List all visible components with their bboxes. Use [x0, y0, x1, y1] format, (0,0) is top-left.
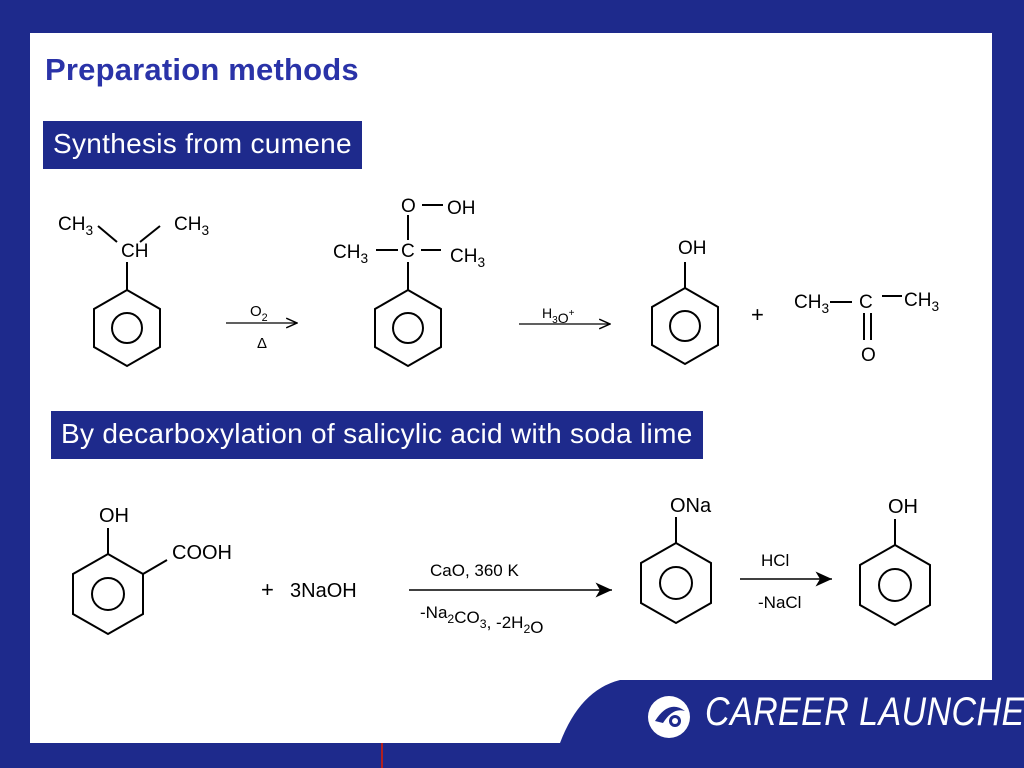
acetone-c: C	[859, 292, 873, 313]
acetone-ch3-right: CH3	[904, 290, 939, 314]
cumene-ch: CH	[121, 241, 148, 262]
cumene-structure: CH3 CH3 CH	[58, 214, 209, 368]
hydroperoxide-ch3-right: CH3	[450, 246, 485, 270]
career-launcher-logo-text: CAREER LAUNCHER	[705, 690, 1024, 734]
sodium-phenoxide-structure: ONa	[640, 495, 712, 625]
cumene-ch3-left: CH3	[58, 214, 93, 238]
hydroperoxide-ch3-left: CH3	[333, 242, 368, 266]
hydroperoxide-c: C	[401, 241, 415, 262]
decarboxylation-byproducts: -Na2CO3, -2H2O	[420, 603, 544, 637]
plus-sign-1: +	[751, 302, 764, 327]
hcl-reagent: HCl	[761, 551, 789, 570]
acetone-o: O	[861, 345, 876, 366]
decarboxylation-condition: CaO, 360 K	[430, 561, 519, 580]
naoh-reagent: 3NaOH	[290, 580, 357, 602]
hydroperoxide-o: O	[401, 196, 416, 217]
phenoxide-ona: ONa	[670, 495, 712, 517]
section-heading-cumene: Synthesis from cumene	[43, 121, 362, 169]
step1-condition: Δ	[257, 335, 267, 352]
plus-sign-2: +	[261, 577, 274, 602]
salicylic-cooh: COOH	[172, 542, 232, 564]
step2-reagent: H3O+	[542, 305, 575, 326]
step1-reagent: O2	[250, 303, 268, 324]
phenol-oh-1: OH	[678, 238, 707, 259]
step2-arrow: H3O+	[519, 305, 610, 326]
section-heading-decarboxylation: By decarboxylation of salicylic acid wit…	[51, 411, 703, 459]
phenol-oh-2: OH	[888, 496, 918, 518]
hydroperoxide-oh: OH	[447, 198, 476, 219]
page-title: Preparation methods	[45, 52, 359, 87]
nacl-byproduct: -NaCl	[758, 593, 801, 612]
salicylic-acid-structure: OH COOH	[72, 505, 232, 636]
acetone-ch3-left: CH3	[794, 292, 829, 316]
phenol-product-2: OH	[859, 496, 931, 627]
cumene-hydroperoxide-structure: O OH C CH3 CH3	[333, 196, 485, 368]
acetone-structure: CH3 C CH3 O	[794, 290, 939, 366]
career-launcher-logo-icon	[648, 696, 690, 738]
cumene-ch3-right: CH3	[174, 214, 209, 238]
decarboxylation-arrow: CaO, 360 K -Na2CO3, -2H2O	[409, 561, 612, 637]
salicylic-oh: OH	[99, 505, 129, 527]
hcl-arrow: HCl -NaCl	[740, 551, 832, 612]
step1-arrow: O2 Δ	[226, 303, 297, 352]
phenol-product-1: OH	[651, 238, 719, 366]
